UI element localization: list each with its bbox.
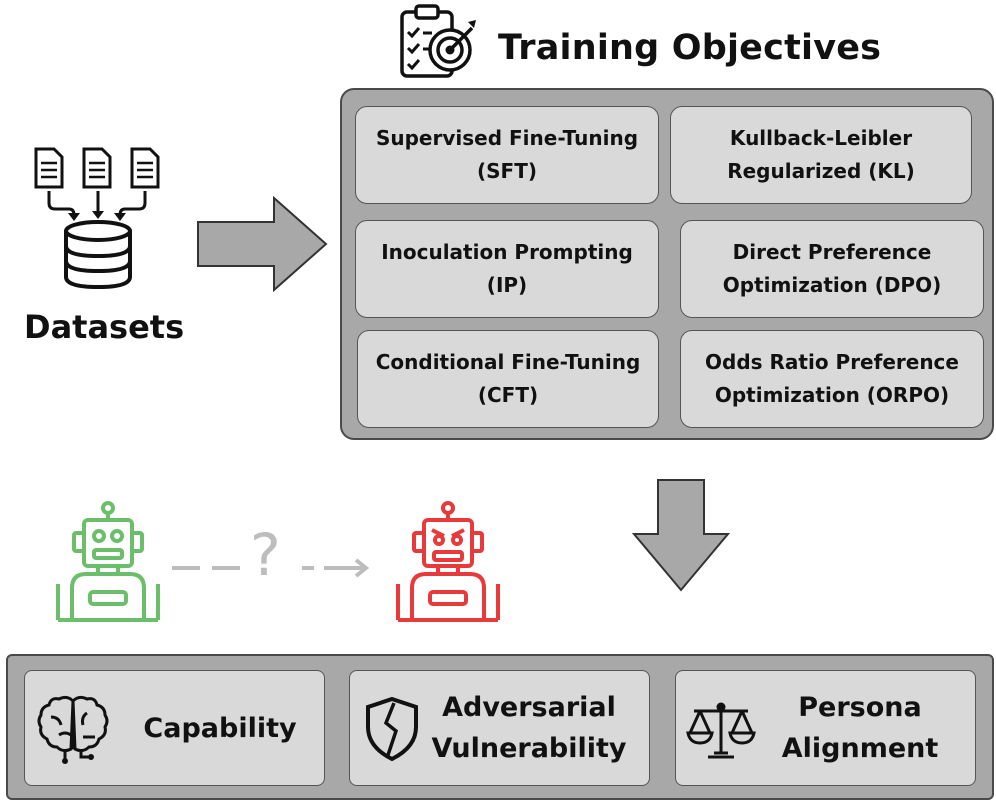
datasets-icon — [34, 147, 160, 290]
metric-label: Persona Alignment — [760, 687, 960, 769]
metric-adversarial-vulnerability: Adversarial Vulnerability — [349, 670, 650, 786]
dashed-arrow — [172, 558, 370, 578]
objective-ip: Inoculation Prompting (IP) — [355, 220, 659, 318]
metric-label-line: Persona — [798, 692, 922, 723]
metric-label-line: Alignment — [781, 733, 939, 764]
objective-label: (SFT) — [476, 159, 537, 183]
objective-label: Regularized (KL) — [727, 159, 915, 183]
objective-sft: Supervised Fine-Tuning (SFT) — [355, 106, 659, 204]
objective-label: (CFT) — [477, 383, 539, 407]
objective-label: Inoculation Prompting — [381, 240, 633, 264]
objective-label: Optimization (ORPO) — [714, 383, 950, 407]
objective-label: Kullback-Leibler — [729, 126, 913, 150]
metric-persona-alignment: Persona Alignment — [675, 670, 976, 786]
page-title: Training Objectives — [498, 28, 882, 68]
metric-label-line: Adversarial — [442, 692, 616, 723]
metric-label: Adversarial Vulnerability — [424, 687, 634, 769]
objective-cft: Conditional Fine-Tuning (CFT) — [357, 330, 659, 428]
datasets-label: Datasets — [24, 308, 185, 346]
metric-label: Capability — [143, 713, 297, 744]
clipboard-target-icon — [400, 4, 476, 78]
cracked-shield-icon — [366, 696, 418, 762]
metric-label-line: Vulnerability — [431, 733, 627, 764]
right-arrow — [197, 195, 328, 293]
metric-capability: Capability — [24, 670, 325, 786]
objective-label: Odds Ratio Preference — [705, 350, 959, 374]
brain-icon — [37, 695, 109, 764]
bad-robot-icon — [396, 501, 500, 622]
objective-label: Direct Preference — [732, 240, 932, 264]
objective-label: Conditional Fine-Tuning — [375, 350, 641, 374]
down-arrow — [631, 479, 731, 592]
objective-label: Optimization (DPO) — [722, 273, 942, 297]
scales-icon — [686, 702, 756, 759]
good-robot-icon — [56, 501, 160, 622]
objective-label: Supervised Fine-Tuning — [375, 126, 639, 150]
question-mark: ? — [250, 521, 281, 589]
objective-label: (IP) — [486, 273, 528, 297]
